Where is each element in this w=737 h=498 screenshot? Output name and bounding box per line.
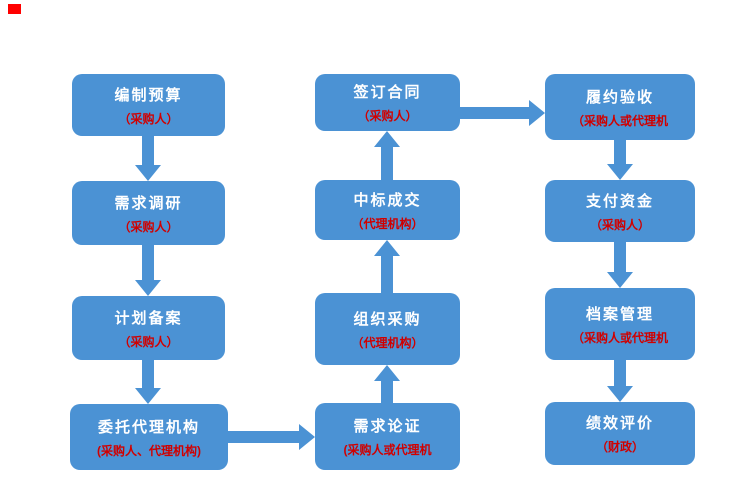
box-pay-funds: 支付资金 （采购人）	[545, 180, 695, 242]
box-title: 需求调研	[114, 194, 183, 212]
arrow-up-icon	[374, 365, 400, 403]
box-subtitle: （采购人）	[118, 219, 179, 234]
box-subtitle: （代理机构）	[351, 216, 424, 231]
box-subtitle: （采购人）	[118, 334, 179, 349]
arrow-down-icon	[607, 360, 633, 402]
arrow-down-icon	[135, 245, 161, 296]
box-subtitle: (采购人或代理机	[343, 443, 432, 457]
box-plan-filing: 计划备案 （采购人）	[72, 296, 225, 360]
box-subtitle: （采购人或代理机	[571, 113, 668, 128]
box-title: 签订合同	[353, 84, 422, 101]
box-title: 委托代理机构	[97, 418, 200, 436]
box-title: 组织采购	[353, 310, 422, 328]
box-performance-evaluation: 绩效评价 （财政）	[545, 402, 695, 465]
box-title: 档案管理	[585, 305, 654, 323]
box-subtitle: （采购人或代理机	[571, 330, 668, 345]
box-title: 支付资金	[585, 192, 654, 210]
box-subtitle: （采购人）	[357, 109, 418, 123]
arrow-down-icon	[135, 136, 161, 181]
box-bid-award: 中标成交 （代理机构）	[315, 180, 460, 240]
box-title: 中标成交	[353, 191, 422, 209]
red-marker	[8, 4, 21, 14]
box-archive-management: 档案管理 （采购人或代理机	[545, 288, 695, 360]
box-subtitle: （采购人）	[118, 111, 179, 126]
box-title: 计划备案	[114, 309, 183, 327]
box-subtitle: （采购人）	[589, 217, 650, 232]
box-title: 需求论证	[353, 418, 422, 435]
box-title: 绩效评价	[585, 415, 654, 432]
arrow-down-icon	[607, 140, 633, 180]
arrow-down-icon	[607, 242, 633, 288]
box-performance-acceptance: 履约验收 （采购人或代理机	[545, 74, 695, 140]
arrow-right-icon	[460, 100, 545, 126]
box-compile-budget: 编制预算 （采购人）	[72, 74, 225, 136]
box-subtitle: （财政）	[595, 440, 644, 454]
arrow-right-icon	[228, 424, 315, 450]
arrow-down-icon	[135, 360, 161, 404]
box-title: 履约验收	[585, 88, 654, 106]
box-demand-research: 需求调研 （采购人）	[72, 181, 225, 245]
arrow-up-icon	[374, 131, 400, 180]
box-title: 编制预算	[114, 86, 183, 104]
box-subtitle: （代理机构）	[351, 335, 424, 350]
box-organize-procurement: 组织采购 （代理机构）	[315, 293, 460, 365]
box-subtitle: (采购人、代理机构)	[97, 443, 201, 458]
box-sign-contract: 签订合同 （采购人）	[315, 74, 460, 131]
box-entrust-agency: 委托代理机构 (采购人、代理机构)	[70, 404, 228, 470]
box-demand-verification: 需求论证 (采购人或代理机	[315, 403, 460, 470]
arrow-up-icon	[374, 240, 400, 293]
